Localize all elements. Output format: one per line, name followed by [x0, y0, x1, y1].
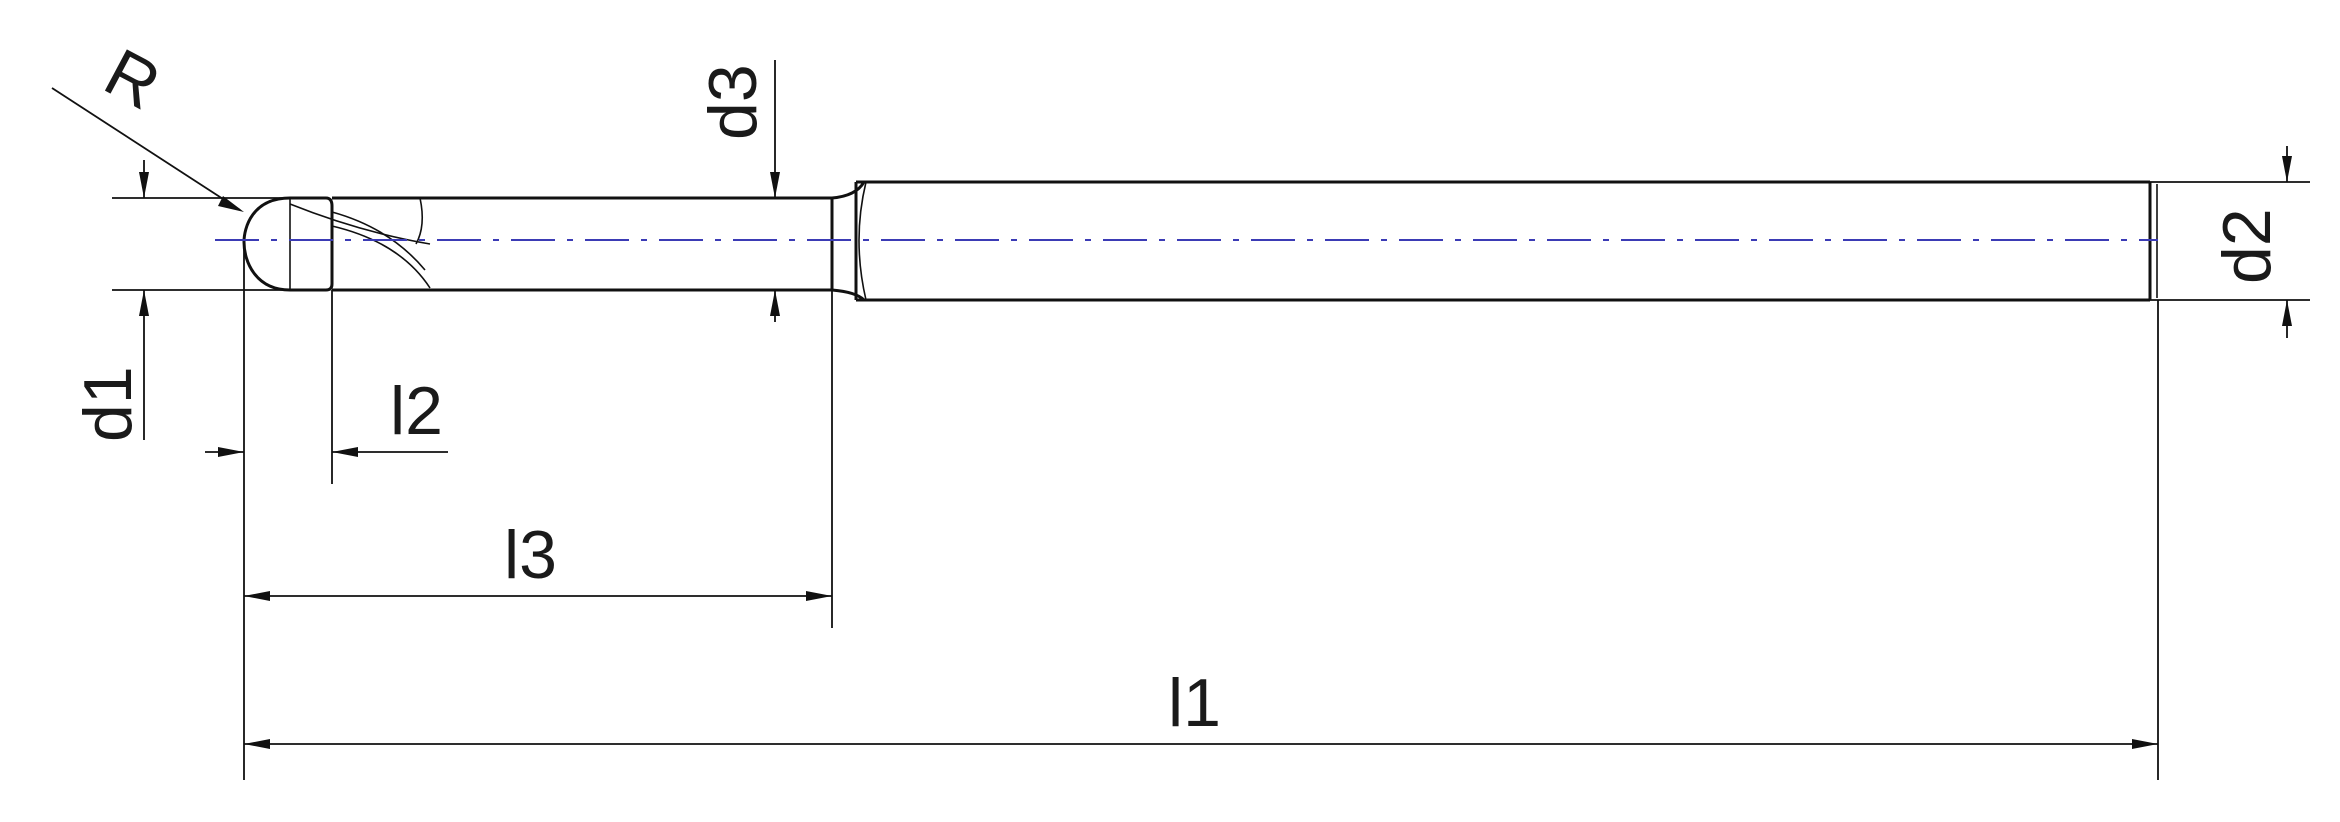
- helix-curve-2: [331, 211, 426, 271]
- d1-arrow-top: [139, 172, 149, 198]
- d3-label: d3: [695, 64, 771, 140]
- helix-curve-1: [289, 203, 431, 245]
- l2-arrow-right: [332, 447, 358, 457]
- ball-nose: [242, 196, 291, 292]
- l3-arrow-right: [806, 591, 832, 601]
- cutting-head: [290, 196, 334, 292]
- helix-end: [415, 197, 424, 245]
- dim-l1: l1: [244, 300, 2159, 780]
- taper-top: [831, 181, 866, 200]
- dim-d2: d2: [2150, 146, 2310, 338]
- d2-label: d2: [2209, 208, 2285, 284]
- d2-arrow-top: [2282, 156, 2292, 182]
- d3-arrow-bottom: [770, 290, 780, 316]
- d1-arrow-bottom: [139, 290, 149, 316]
- d2-arrow-bottom: [2282, 300, 2292, 326]
- radius-leader: [51, 87, 241, 211]
- dim-l3: l3: [244, 290, 833, 628]
- dim-l2: l2: [205, 242, 448, 780]
- dim-d1: d1: [70, 160, 290, 442]
- l1-arrow-left: [244, 739, 270, 749]
- dim-radius: R: [51, 34, 244, 212]
- l2-arrow-left: [218, 447, 244, 457]
- taper-edge-right: [858, 181, 867, 301]
- tool-outline: [242, 180, 2158, 302]
- helix-curve-3: [331, 225, 431, 289]
- l1-arrow-right: [2132, 739, 2158, 749]
- d3-arrow-top: [770, 172, 780, 198]
- radius-arrow: [218, 196, 244, 212]
- dim-d3: d3: [695, 60, 780, 322]
- radius-label: R: [93, 34, 172, 124]
- l1-label: l1: [1168, 665, 1221, 741]
- d1-label: d1: [70, 366, 146, 442]
- l2-label: l2: [390, 373, 443, 449]
- l3-arrow-left: [244, 591, 270, 601]
- l3-label: l3: [504, 517, 557, 593]
